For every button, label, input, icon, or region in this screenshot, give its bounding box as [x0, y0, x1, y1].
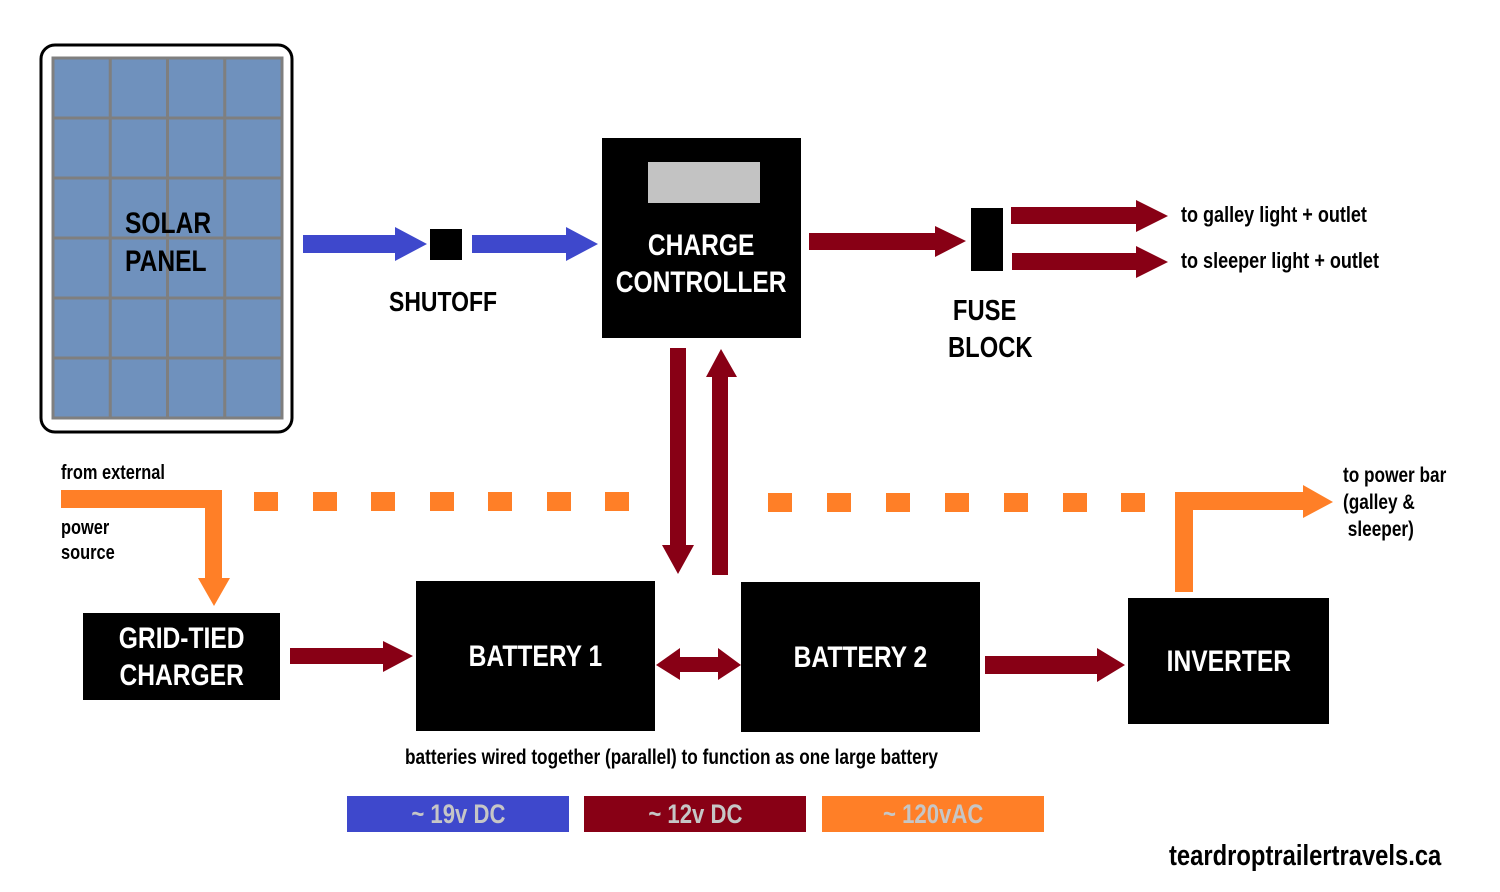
legend-12v-dc-label: ~ 12v DC	[647, 798, 743, 829]
power-bar-label: to power bar (galley & sleeper)	[1343, 462, 1446, 543]
ac-dash-segment	[313, 492, 337, 511]
arrow-fuse-to-sleeper	[1012, 246, 1168, 278]
external-source-label: power source	[61, 516, 115, 566]
ac-dash-segment	[1063, 493, 1087, 512]
shutoff-switch	[430, 229, 462, 260]
ac-passthrough-dashed-line	[254, 492, 1145, 512]
legend-19v-dc: ~ 19v DC	[347, 796, 569, 832]
ac-dash-segment	[827, 493, 851, 512]
legend-12v-dc: ~ 12v DC	[584, 796, 806, 832]
battery-1-label: BATTERY 1	[468, 639, 603, 673]
external-source-label-line2: power	[61, 517, 110, 539]
fuse-block-label: FUSE BLOCK	[948, 293, 1033, 367]
battery-2-box: BATTERY 2	[741, 582, 980, 732]
arrow-shutoff-to-controller	[472, 227, 598, 261]
arrow-battery-to-controller	[706, 349, 737, 575]
inverter-label: INVERTER	[1166, 644, 1291, 678]
ac-dash-segment	[488, 492, 512, 511]
inverter-box: INVERTER	[1128, 598, 1329, 724]
ac-dash-segment	[886, 493, 910, 512]
solar-panel-label: SOLAR PANEL	[125, 205, 211, 281]
charge-controller-label-line2: CONTROLLER	[616, 266, 787, 299]
controller-display	[648, 162, 760, 203]
legend-120v-ac-label: ~ 120vAC	[882, 798, 984, 829]
power-bar-label-line3: sleeper)	[1343, 518, 1414, 541]
charge-controller-label-line1: CHARGE	[648, 229, 755, 262]
legend-120v-ac: ~ 120vAC	[822, 796, 1044, 832]
ac-dash-segment	[547, 492, 571, 511]
fuse-block-shape	[971, 208, 1003, 271]
battery-1-box: BATTERY 1	[416, 581, 655, 731]
ac-dash-segment	[371, 492, 395, 511]
battery-parallel-note: batteries wired together (parallel) to f…	[405, 746, 938, 769]
solar-panel-grid	[51, 56, 284, 420]
grid-charger-label-line2: CHARGER	[119, 658, 244, 692]
legend-19v-dc-label: ~ 19v DC	[410, 798, 506, 829]
arrow-panel-to-shutoff	[303, 227, 427, 261]
arrow-battery1-battery2-bidirectional	[656, 648, 741, 680]
external-source-label-line3: source	[61, 542, 115, 564]
ac-dash-segment	[1004, 493, 1028, 512]
sleeper-output-label: to sleeper light + outlet	[1181, 248, 1379, 273]
ac-dash-segment	[430, 492, 454, 511]
ac-dash-segment	[254, 492, 278, 511]
external-source-label-line1: from external	[61, 462, 165, 484]
arrow-battery2-to-inverter	[985, 648, 1125, 682]
power-bar-label-line2: (galley &	[1343, 491, 1415, 514]
galley-output-label: to galley light + outlet	[1181, 202, 1367, 227]
arrow-inverter-to-power-bar	[1175, 485, 1333, 592]
solar-panel-label-line1: SOLAR	[125, 207, 212, 240]
arrow-charger-to-battery1	[290, 641, 413, 672]
arrow-external-to-grid-charger	[61, 490, 230, 606]
grid-tied-charger-box: GRID-TIED CHARGER	[83, 613, 280, 700]
arrow-fuse-to-galley	[1011, 200, 1168, 232]
watermark: teardroptrailertravels.ca	[1169, 840, 1442, 872]
ac-dash-segment	[945, 493, 969, 512]
ac-dash-segment	[768, 493, 792, 512]
solar-panel-label-line2: PANEL	[125, 245, 207, 278]
shutoff-label: SHUTOFF	[389, 286, 497, 317]
charge-controller-box: CHARGE CONTROLLER	[602, 138, 801, 338]
battery-2-label: BATTERY 2	[793, 640, 928, 674]
ac-dash-segment	[1121, 493, 1145, 512]
power-bar-label-line1: to power bar	[1343, 464, 1447, 487]
grid-charger-label-line1: GRID-TIED	[118, 621, 245, 655]
ac-dash-segment	[605, 492, 629, 511]
fuse-block-label-line1: FUSE	[952, 295, 1017, 327]
arrow-controller-to-battery	[662, 348, 694, 574]
arrow-controller-to-fuse	[809, 226, 966, 257]
fuse-block-label-line2: BLOCK	[948, 332, 1033, 364]
